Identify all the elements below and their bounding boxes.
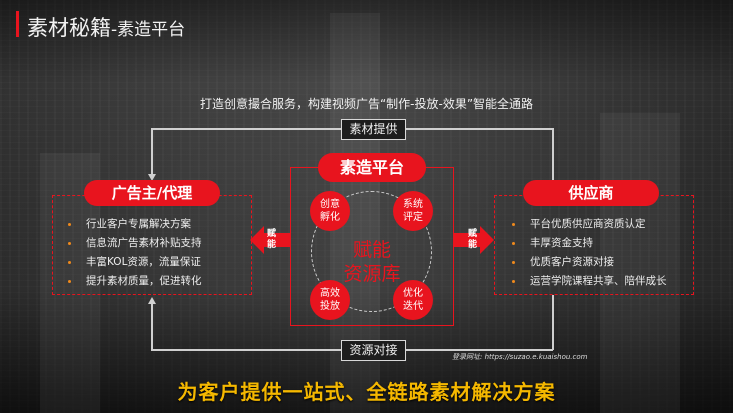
advertiser-title: 广告主/代理 — [84, 180, 220, 206]
list-item: 丰厚资金支持 — [510, 234, 667, 253]
flow-line-bottom-left — [151, 300, 153, 350]
list-item: 丰富KOL资源，流量保证 — [66, 253, 202, 272]
resource-matching-label: 资源对接 — [341, 340, 406, 361]
resource-library-text: 赋能 资源库 — [322, 238, 422, 286]
list-item: 提升素材质量，促进转化 — [66, 272, 202, 291]
supplier-list: 平台优质供应商资质认定 丰厚资金支持 优质客户资源对接 运营学院课程共享、陪伴成… — [510, 215, 667, 291]
list-item: 信息流广告素材补贴支持 — [66, 234, 202, 253]
empower-left-arrow-icon: 赋能 — [250, 225, 290, 255]
supplier-title: 供应商 — [523, 180, 659, 206]
list-item: 平台优质供应商资质认定 — [510, 215, 667, 234]
material-supply-label: 素材提供 — [341, 119, 406, 140]
building-shape — [600, 113, 680, 413]
tagline: 打造创意撮合服务，构建视频广告“制作-投放-效果”智能全通路 — [199, 97, 534, 111]
list-item: 行业客户专属解决方案 — [66, 215, 202, 234]
core-line-1: 赋能 — [352, 239, 391, 261]
login-url-note: 登录网址: https://suzao.e.kuaishou.com — [452, 353, 588, 361]
node-creative-incubation: 创意孵化 — [310, 191, 350, 231]
slogan: 为客户提供一站式、全链路素材解决方案 — [177, 380, 556, 404]
platform-title: 素造平台 — [318, 153, 426, 182]
list-item: 运营学院课程共享、陪伴成长 — [510, 272, 667, 291]
empower-right-arrow-icon: 赋能 — [454, 225, 494, 255]
core-line-2: 资源库 — [343, 263, 401, 285]
title-accent-bar — [16, 11, 19, 37]
resource-ring — [311, 191, 432, 312]
flow-line-top-left — [151, 128, 153, 176]
arrow-down-icon — [148, 174, 156, 181]
flow-line-top-right — [552, 128, 554, 180]
title-main: 素材秘籍 — [27, 16, 111, 40]
advertiser-list: 行业客户专属解决方案 信息流广告素材补贴支持 丰富KOL资源，流量保证 提升素材… — [66, 215, 202, 291]
page-title: 素材秘籍-素造平台 — [27, 12, 185, 42]
title-sub: -素造平台 — [111, 20, 186, 40]
list-item: 优质客户资源对接 — [510, 253, 667, 272]
node-optimize-iterate: 优化迭代 — [393, 280, 433, 320]
node-efficient-delivery: 高效投放 — [310, 280, 350, 320]
node-system-rating: 系统评定 — [393, 191, 433, 231]
flow-line-bottom-right — [552, 295, 554, 350]
arrow-up-icon — [148, 297, 156, 304]
